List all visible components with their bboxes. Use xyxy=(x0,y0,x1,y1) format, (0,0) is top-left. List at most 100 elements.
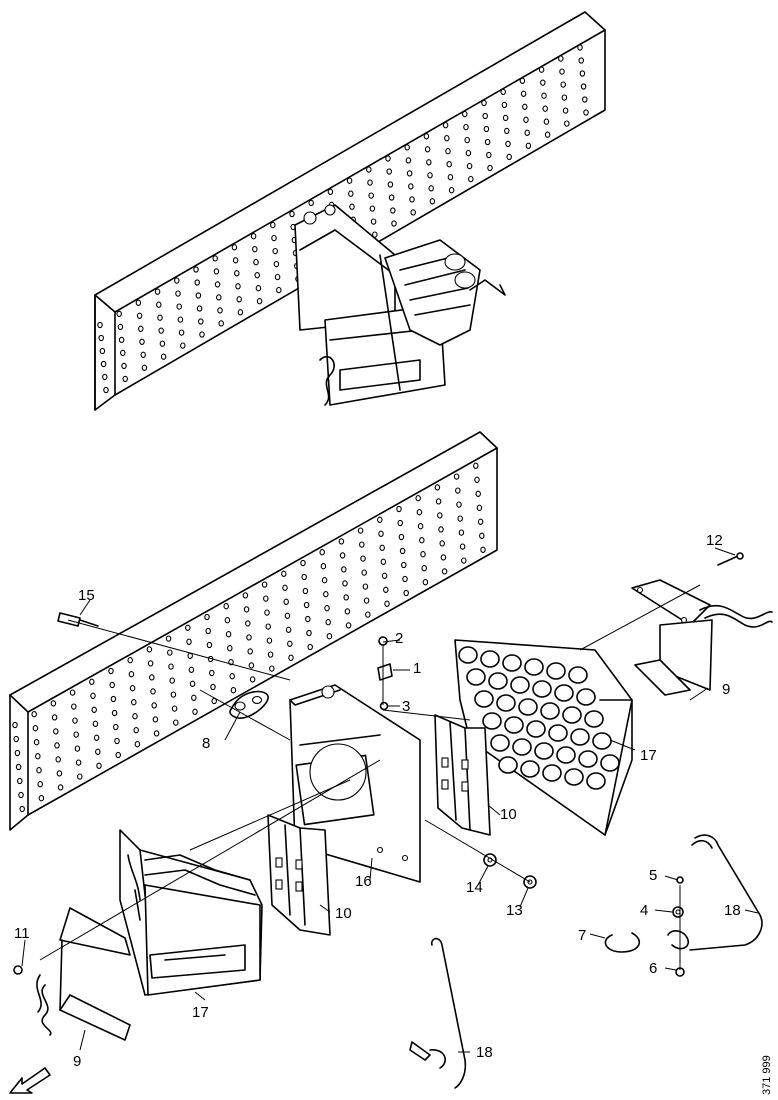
rail-hole xyxy=(324,605,330,612)
rail-hole xyxy=(300,559,306,567)
rail-hole xyxy=(199,331,205,338)
rail-hole xyxy=(422,579,429,586)
rail-hole xyxy=(504,127,510,135)
rail-hole xyxy=(195,292,202,299)
rail-hole xyxy=(385,155,391,162)
rail-hole xyxy=(15,763,22,771)
rail-hole xyxy=(325,619,331,626)
rail-hole xyxy=(158,327,164,334)
rail-hole xyxy=(89,678,95,685)
rail-hole xyxy=(138,325,144,332)
rail-hole xyxy=(538,66,545,73)
rail-hole xyxy=(281,570,287,577)
chock-cylinder xyxy=(568,666,588,684)
rail-hole xyxy=(196,305,203,312)
rail-hole xyxy=(429,198,436,205)
chock-cylinder xyxy=(502,654,522,672)
rail-hole xyxy=(476,504,483,511)
rail-hole xyxy=(55,756,61,763)
rail-hole xyxy=(230,687,237,694)
rail-hole xyxy=(264,609,270,616)
rail-hole xyxy=(206,641,213,649)
chock-cylinder xyxy=(600,754,620,772)
rail-hole xyxy=(69,689,76,696)
nut-11 xyxy=(13,965,23,975)
rail-hole xyxy=(461,557,467,564)
rail-hole xyxy=(38,795,45,802)
rail-hole xyxy=(135,299,142,306)
rail-hole xyxy=(445,148,451,155)
rail-hole xyxy=(427,172,433,179)
rail-hole xyxy=(192,708,198,715)
chock-cylinder xyxy=(480,650,500,668)
rail-hole xyxy=(473,462,479,469)
rail-hole xyxy=(306,629,312,637)
callout-11: 11 xyxy=(14,925,30,942)
rail-hole xyxy=(33,739,40,746)
bracket-10-left xyxy=(267,814,331,936)
chock-cylinder xyxy=(564,768,584,786)
rail-hole xyxy=(140,351,146,358)
rail-hole xyxy=(174,277,180,284)
rail-hole xyxy=(120,349,126,357)
rail-hole xyxy=(323,591,329,598)
rail-hole xyxy=(404,144,410,151)
rail-hole xyxy=(415,495,421,502)
callout-3: 3 xyxy=(402,698,410,715)
rail-hole xyxy=(149,674,155,681)
chock-cylinder xyxy=(576,688,596,706)
rail-hole xyxy=(448,187,455,194)
rail-hole xyxy=(121,362,127,370)
rail-hole xyxy=(51,714,58,721)
rail-hole xyxy=(577,44,583,51)
rail-hole xyxy=(446,161,452,168)
chock-cylinder xyxy=(548,724,568,742)
callout-18-right: 18 xyxy=(724,902,741,919)
rail-hole xyxy=(175,290,181,297)
chock-cylinder xyxy=(586,772,606,790)
rail-hole xyxy=(74,745,81,752)
rail-hole xyxy=(579,70,586,77)
rail-hole xyxy=(468,175,474,183)
rail-hole xyxy=(103,386,109,394)
rail-hole xyxy=(169,677,175,684)
rail-hole xyxy=(167,649,173,656)
rail-hole xyxy=(214,281,221,288)
rail-hole xyxy=(438,526,444,533)
rail-hole xyxy=(344,608,351,615)
rail-hole xyxy=(522,103,528,110)
rail-hole xyxy=(320,563,327,570)
rail-hole xyxy=(274,273,281,281)
rail-hole xyxy=(578,57,584,64)
rail-hole xyxy=(253,259,259,266)
rail-hole xyxy=(357,527,364,534)
rail-hole xyxy=(541,92,547,99)
rail-hole xyxy=(96,762,102,769)
rail-hole xyxy=(131,699,137,706)
rail-hole xyxy=(225,631,232,638)
rail-hole xyxy=(282,584,288,591)
rail-hole xyxy=(487,164,493,172)
callout-15: 15 xyxy=(78,587,95,604)
rail-hole xyxy=(381,572,388,579)
rail-hole xyxy=(218,320,224,327)
chock-cylinder xyxy=(466,668,486,686)
callout-7: 7 xyxy=(578,927,586,944)
rail-hole xyxy=(305,615,311,623)
rail-hole xyxy=(362,583,369,590)
direction-arrow-icon xyxy=(9,1067,51,1094)
rail-hole xyxy=(18,791,24,799)
rail-hole xyxy=(384,600,390,607)
chock-cylinder xyxy=(578,750,598,768)
rail-hole xyxy=(524,129,530,136)
rail-hole xyxy=(127,657,133,664)
chock-cylinder xyxy=(540,702,560,720)
rail-hole xyxy=(437,512,443,519)
rail-hole xyxy=(177,316,184,323)
rail-hole xyxy=(111,709,118,717)
rail-hole xyxy=(457,515,463,522)
rail-hole xyxy=(198,318,204,325)
rail-hole xyxy=(171,705,178,712)
chock-cylinder xyxy=(584,710,604,728)
